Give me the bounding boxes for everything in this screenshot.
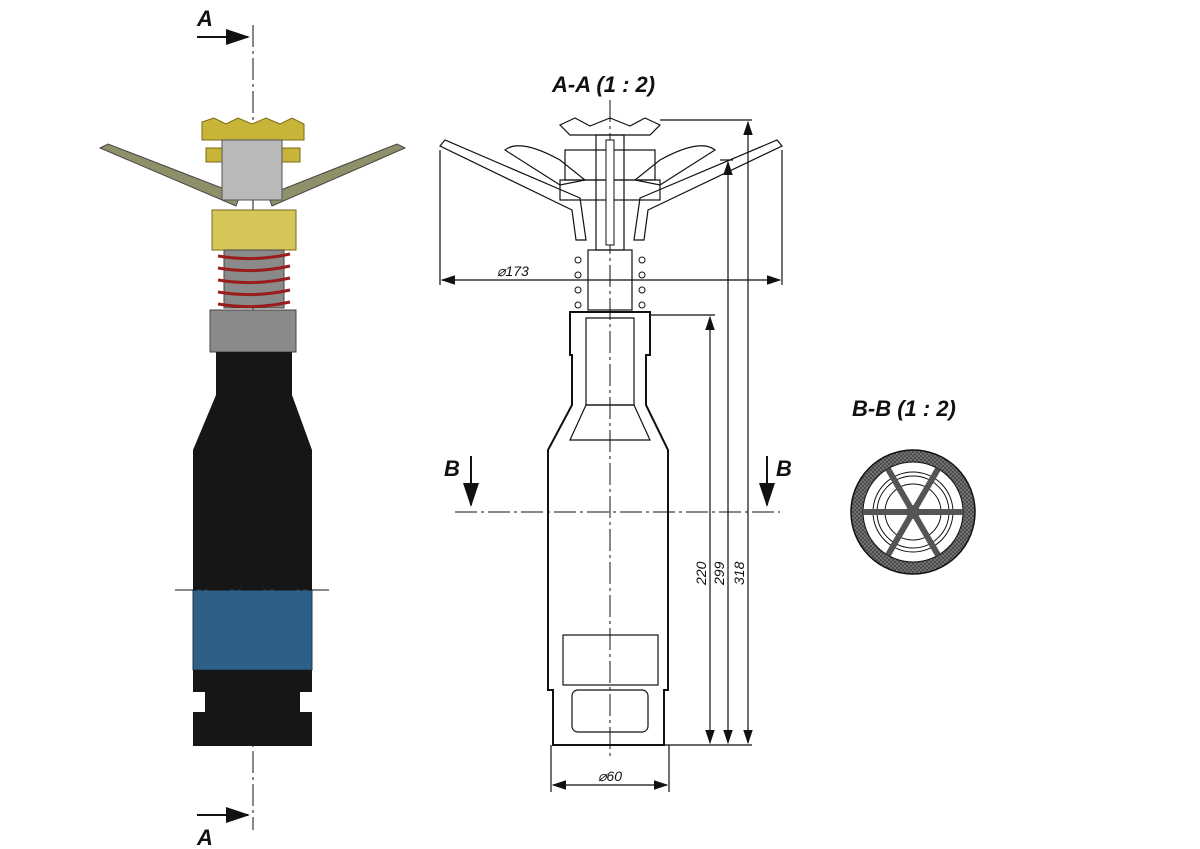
- rod-bore: [605, 139, 615, 246]
- section-label-a-top: A: [196, 6, 213, 31]
- section-label-b-left: B: [444, 456, 460, 481]
- cavity: [562, 634, 659, 686]
- petal-right: [633, 145, 717, 186]
- section-label-b-right: B: [776, 456, 792, 481]
- dim-text-299: 299: [711, 561, 727, 586]
- bore-taper: [569, 404, 651, 441]
- section-aa-view: [439, 100, 783, 792]
- base-cavity: [571, 689, 649, 733]
- dim-text-318: 318: [731, 561, 747, 585]
- head: [221, 139, 283, 201]
- dim-text-60: ⌀60: [598, 768, 622, 784]
- body-black: [193, 352, 312, 590]
- crown: [201, 117, 305, 141]
- body-section: [547, 311, 669, 746]
- dim-text-173: ⌀173: [497, 263, 529, 279]
- dim-text-220: 220: [693, 561, 709, 586]
- coupling: [209, 309, 297, 353]
- spring: [217, 252, 291, 309]
- base-upper: [193, 670, 312, 692]
- arm-right: [633, 139, 783, 241]
- arm-left: [439, 139, 587, 241]
- section-bb-view: [850, 449, 976, 575]
- petal-left: [503, 145, 587, 186]
- base-lower: [193, 712, 312, 746]
- gold-collar: [211, 209, 297, 251]
- section-bb-title: B-B (1 : 2): [852, 396, 956, 421]
- section-aa-title: A-A (1 : 2): [551, 72, 655, 97]
- base-neck: [205, 692, 300, 712]
- section-label-a-bottom: A: [196, 825, 213, 849]
- band-blue: [192, 589, 313, 671]
- rendered-view: [98, 25, 407, 830]
